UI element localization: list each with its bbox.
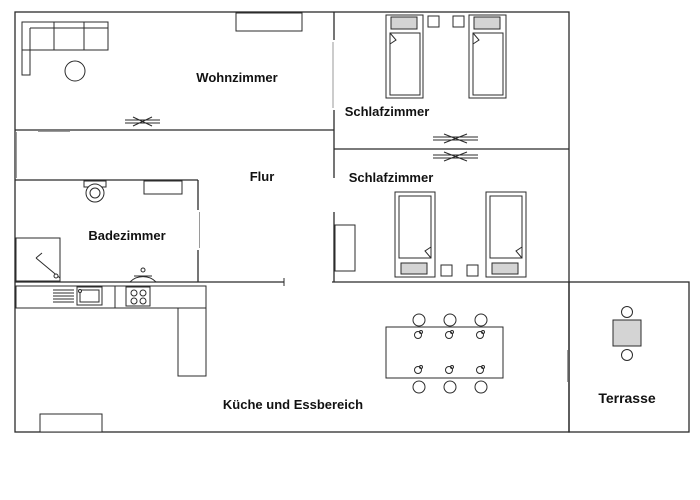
nightstand-4 [466, 264, 479, 277]
sideboard [39, 413, 103, 433]
walls [14, 11, 690, 433]
bath-cabinet [143, 180, 183, 195]
kitchen-sink [76, 286, 103, 306]
outer-wall [14, 11, 570, 433]
label-badezimmer: Badezimmer [88, 228, 165, 243]
radiator-bedroom-2 [433, 151, 478, 162]
radiators [125, 116, 478, 162]
bed-2 [468, 14, 507, 99]
tv-cabinet [235, 12, 303, 32]
nightstand-2 [452, 15, 465, 28]
stove [125, 286, 151, 307]
sofa [21, 21, 109, 76]
wardrobe [334, 224, 356, 272]
kitchen-counter [15, 285, 207, 377]
washbasin [128, 267, 158, 283]
nightstand-3 [440, 264, 453, 277]
windows [16, 42, 568, 382]
bed-1 [385, 14, 424, 99]
nightstand-1 [427, 15, 440, 28]
dish-rack [53, 289, 74, 303]
dining-table [385, 326, 504, 379]
label-wohnzimmer: Wohnzimmer [196, 70, 277, 85]
shower [15, 237, 61, 282]
bed-3 [394, 191, 436, 278]
label-schlafzimmer-2: Schlafzimmer [349, 170, 434, 185]
bed-4 [485, 191, 527, 278]
radiator-bedroom-1 [433, 133, 478, 144]
label-terrasse: Terrasse [598, 390, 656, 406]
round-table [64, 60, 86, 82]
terrace-outline [568, 281, 690, 433]
label-schlafzimmer-1: Schlafzimmer [345, 104, 430, 119]
dining-chairs [412, 313, 488, 394]
radiator-living [125, 116, 160, 127]
label-flur: Flur [250, 169, 275, 184]
terrace-table [612, 306, 642, 361]
door-openings [196, 40, 336, 286]
toilet [83, 180, 107, 203]
label-kueche-essbereich: Küche und Essbereich [223, 397, 363, 412]
